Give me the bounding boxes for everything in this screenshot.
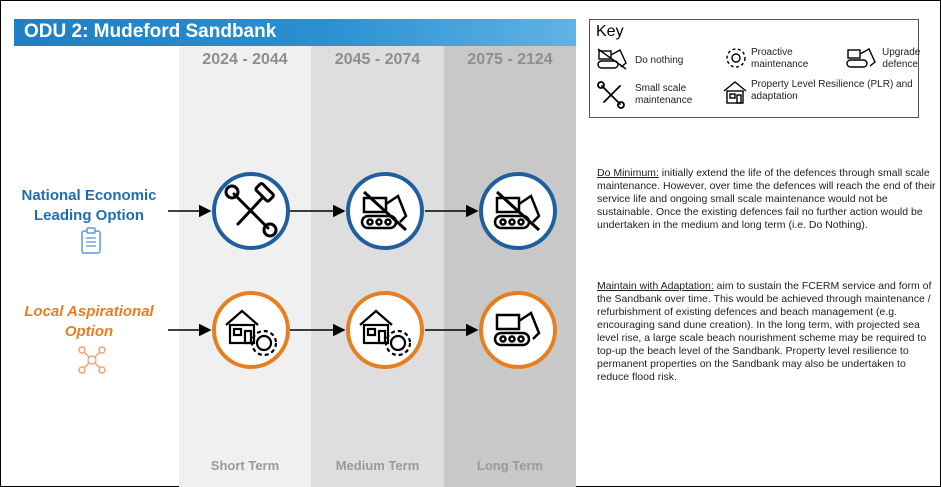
gear-icon bbox=[726, 48, 746, 68]
key-legend: Key Do nothing Proactive maintenance Upg… bbox=[589, 19, 921, 118]
tools-icon bbox=[597, 81, 625, 109]
house-icon bbox=[723, 81, 747, 104]
house-gear-icon bbox=[359, 309, 412, 357]
do-nothing-icon bbox=[597, 48, 627, 70]
period-label-1: 2024 - 2044 bbox=[202, 51, 288, 68]
description-heading: Maintain with Adaptation: bbox=[597, 280, 714, 292]
network-icon bbox=[78, 346, 106, 374]
key-title: Key bbox=[596, 23, 624, 40]
tools-icon bbox=[224, 182, 278, 238]
title-bar: ODU 2: Mudeford Sandbank bbox=[14, 19, 576, 46]
description-heading: Do Minimum: bbox=[597, 167, 659, 179]
clipboard-icon bbox=[81, 227, 101, 254]
house-gear-icon bbox=[225, 309, 278, 357]
column-long-term bbox=[444, 46, 576, 487]
term-label-long: Long Term bbox=[476, 458, 544, 473]
option-label-local: Local Aspirational Option bbox=[24, 303, 154, 340]
description-maintain-with-adaptation: Maintain with Adaptation: aim to sustain… bbox=[597, 280, 937, 384]
upgrade-excavator-icon bbox=[846, 48, 876, 68]
column-short-term bbox=[179, 46, 311, 487]
term-label-short: Short Term bbox=[210, 458, 280, 473]
circle-upgrade-defence-long bbox=[479, 291, 557, 369]
period-label-2: 2045 - 2074 bbox=[334, 51, 421, 68]
key-label-proactive: Proactive maintenance bbox=[751, 47, 809, 70]
excavator-icon bbox=[493, 311, 541, 347]
key-label-do-nothing: Do nothing bbox=[635, 55, 684, 66]
description-do-minimum: Do Minimum: initially extend the life of… bbox=[597, 167, 937, 232]
excavator-crossed-icon bbox=[360, 190, 408, 232]
description-text: initially extend the life of the defence… bbox=[597, 167, 936, 231]
circle-plr-short bbox=[212, 291, 290, 369]
description-text: aim to sustain the FCERM service and for… bbox=[597, 280, 932, 383]
column-medium-term bbox=[311, 46, 444, 487]
key-label-plr: Property Level Resilience (PLR) and adap… bbox=[751, 79, 913, 102]
period-label-3: 2075 - 2124 bbox=[467, 51, 553, 68]
key-label-upgrade: Upgrade defence bbox=[882, 47, 921, 70]
key-label-small-scale: Small scale maintenance bbox=[635, 83, 693, 106]
option-label-national: National Economic Leading Option bbox=[21, 187, 157, 224]
term-label-medium: Medium Term bbox=[335, 458, 420, 473]
excavator-crossed-icon bbox=[493, 190, 541, 232]
circle-plr-medium bbox=[346, 291, 424, 369]
circle-do-nothing-medium bbox=[346, 172, 424, 250]
circle-do-nothing-long bbox=[479, 172, 557, 250]
page-title: ODU 2: Mudeford Sandbank bbox=[24, 21, 277, 42]
circle-small-scale-maintenance-short bbox=[212, 172, 290, 250]
